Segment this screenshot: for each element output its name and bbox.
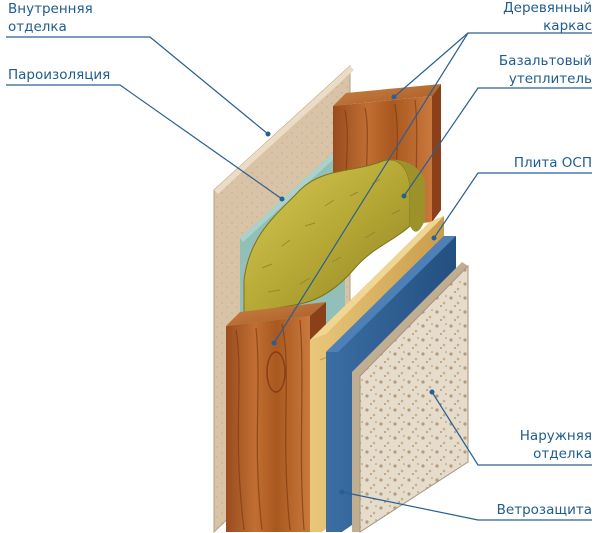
leader-dots bbox=[265, 94, 437, 495]
label-basalt-insulation-line1: Базальтовый bbox=[498, 53, 592, 69]
leader-exterior-finish bbox=[431, 391, 592, 466]
label-wood-frame-line2: каркас bbox=[543, 18, 592, 34]
label-wood-frame: Деревянный каркас bbox=[503, 0, 592, 35]
leader-wood-frame-lower bbox=[273, 32, 469, 344]
label-interior-finish-line2: отделка bbox=[8, 19, 67, 35]
basalt-insulation-block bbox=[243, 159, 425, 315]
leader-basalt-insulation bbox=[403, 87, 592, 197]
label-wind-barrier: Ветрозащита bbox=[497, 501, 592, 519]
label-wind-barrier-text: Ветрозащита bbox=[496, 502, 592, 518]
leader-interior-finish bbox=[6, 36, 269, 135]
label-osb-board-text: Плита ОСП bbox=[513, 155, 592, 171]
label-vapor-barrier-text: Пароизоляция bbox=[8, 67, 111, 83]
leader-osb-board bbox=[433, 172, 592, 239]
label-exterior-finish-line2: отделка bbox=[533, 446, 592, 462]
label-interior-finish-line1: Внутренняя bbox=[8, 1, 93, 17]
label-wood-frame-line1: Деревянный bbox=[503, 0, 592, 16]
leader-vapor-barrier bbox=[6, 84, 283, 200]
label-exterior-finish-line1: Наружняя bbox=[519, 428, 592, 444]
label-osb-board: Плита ОСП bbox=[514, 154, 592, 172]
label-basalt-insulation-line2: утеплитель bbox=[508, 71, 592, 87]
exterior-finish-panel bbox=[352, 262, 469, 533]
label-exterior-finish: Наружняя отделка bbox=[520, 427, 592, 463]
label-interior-finish: Внутренняя отделка bbox=[8, 0, 93, 36]
leader-wind-barrier bbox=[341, 491, 592, 521]
label-basalt-insulation: Базальтовый утеплитель bbox=[499, 52, 592, 88]
leader-lines bbox=[6, 32, 592, 521]
label-vapor-barrier: Пароизоляция bbox=[8, 66, 110, 84]
